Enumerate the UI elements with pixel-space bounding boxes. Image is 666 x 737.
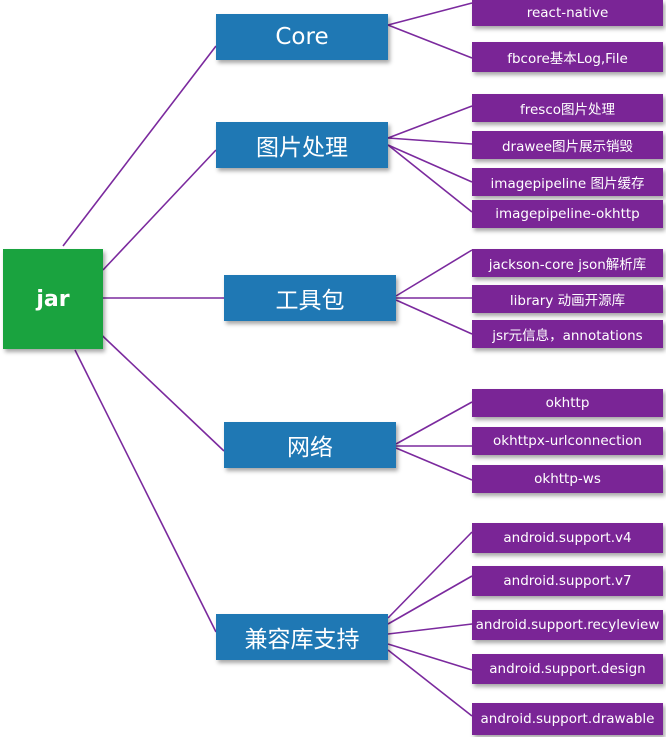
- edge-core-react-native: [387, 2, 473, 26]
- leaf-okhttp: okhttp: [472, 389, 663, 417]
- leaf-okhttp-ws: okhttp-ws: [472, 465, 663, 493]
- leaf-support-drawable: android.support.drawable: [472, 703, 663, 735]
- leaf-support-v7: android.support.v7: [472, 566, 663, 596]
- edge-compat-v4: [387, 531, 473, 619]
- edge-compat-recyleview: [387, 623, 473, 635]
- edge-network-ws: [395, 447, 473, 481]
- leaf-imagepipeline-okhttp: imagepipeline-okhttp: [472, 200, 663, 228]
- category-image-processing: 图片处理: [216, 122, 388, 168]
- edge-root-core: [62, 45, 217, 247]
- edge-toolkit-jsr: [395, 299, 473, 335]
- category-compat-libraries: 兼容库支持: [216, 614, 388, 660]
- edge-image-drawee: [387, 137, 473, 145]
- leaf-fbcore: fbcore基本Log,File: [472, 42, 663, 72]
- edge-image-okhttp: [387, 144, 473, 213]
- category-core: Core: [216, 14, 388, 60]
- edge-root-network: [89, 323, 225, 452]
- leaf-jsr: jsr元信息，annotations: [472, 320, 663, 348]
- category-toolkit: 工具包: [224, 275, 396, 321]
- leaf-fresco: fresco图片处理: [472, 94, 663, 122]
- edge-network-okhttp: [395, 401, 473, 445]
- edge-compat-drawable: [387, 649, 473, 717]
- leaf-react-native: react-native: [472, 0, 663, 26]
- edge-compat-v7: [387, 575, 473, 625]
- edge-toolkit-jackson: [395, 249, 473, 297]
- leaf-support-recyleview: android.support.recyleview: [472, 610, 663, 640]
- leaf-drawee: drawee图片展示销毁: [472, 131, 663, 159]
- leaf-imagepipeline: imagepipeline 图片缓存: [472, 168, 663, 196]
- root-node-jar: jar: [3, 249, 103, 349]
- leaf-okhttpx-urlconnection: okhttpx-urlconnection: [472, 427, 663, 455]
- category-network: 网络: [224, 422, 396, 468]
- leaf-library: library 动画开源库: [472, 285, 663, 313]
- leaf-support-v4: android.support.v4: [472, 523, 663, 553]
- edge-image-imagepipeline: [387, 144, 473, 183]
- leaf-jackson-core: jackson-core json解析库: [472, 249, 663, 277]
- edge-root-image: [102, 149, 217, 271]
- edge-image-fresco: [387, 105, 473, 139]
- edge-compat-design: [387, 643, 473, 671]
- edge-core-fbcore: [387, 24, 473, 59]
- edge-root-compat: [74, 349, 217, 633]
- leaf-support-design: android.support.design: [472, 654, 663, 684]
